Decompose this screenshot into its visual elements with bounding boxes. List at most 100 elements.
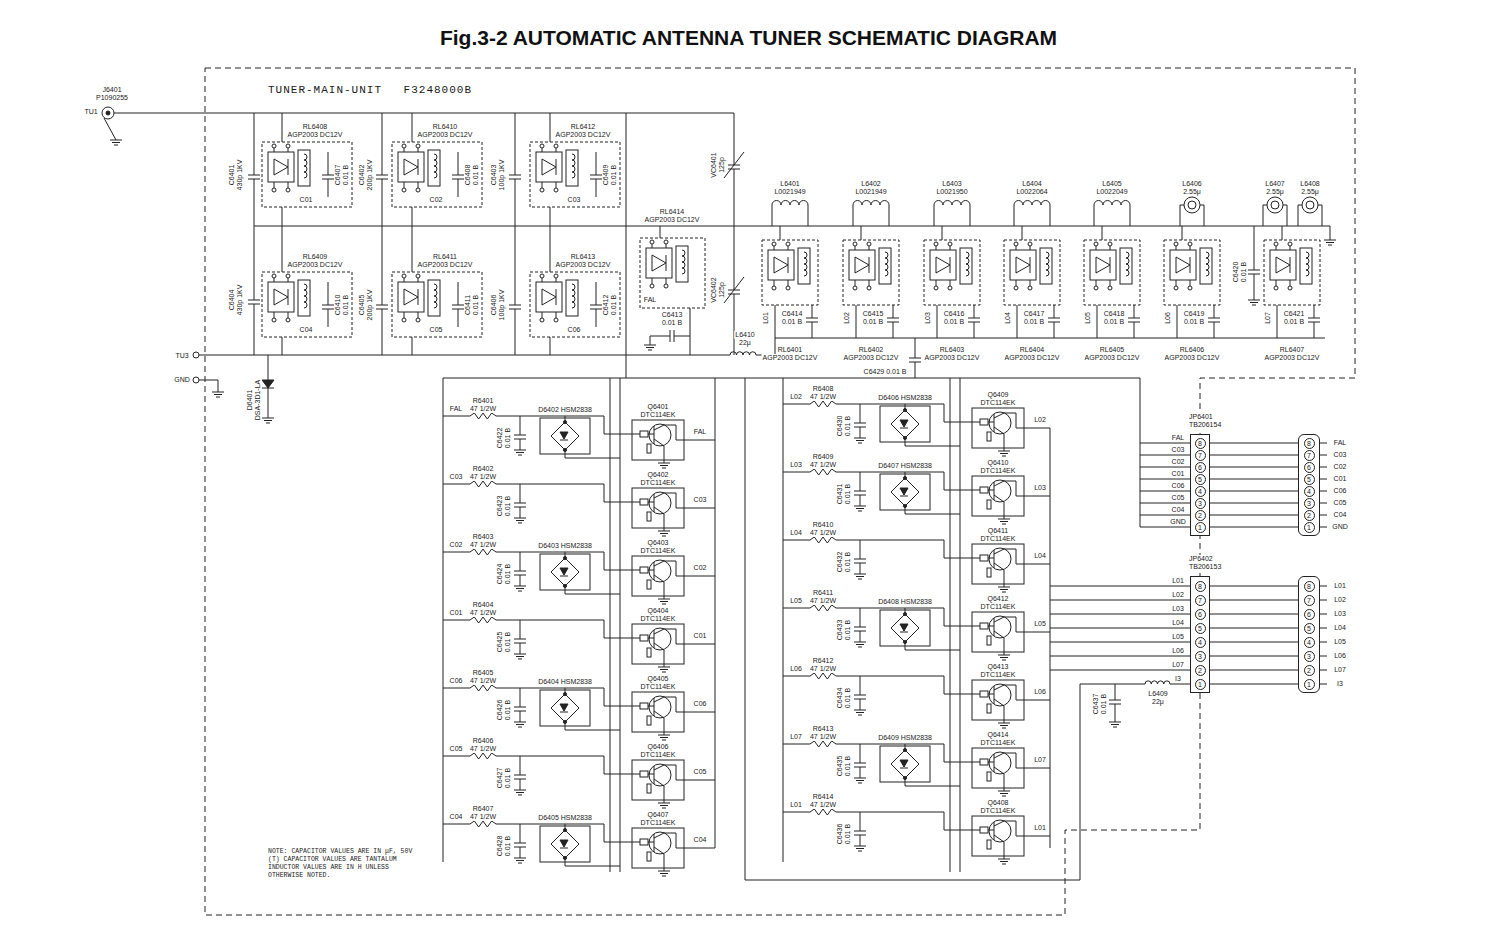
ground-symbol [1109, 722, 1121, 723]
part-label: R6405 [472, 669, 495, 677]
capacitor-lead [650, 336, 670, 337]
relay-terminal [650, 284, 654, 288]
capacitor-lead [860, 631, 861, 642]
transistor-symbol [994, 481, 1024, 496]
relay-terminal [1188, 286, 1192, 290]
part-label: RL6411 [432, 253, 458, 261]
capacitor-lead [515, 226, 516, 305]
bridge-diode-package [880, 406, 930, 442]
relay-contact [1030, 257, 1031, 273]
wire [1320, 586, 1327, 587]
capacitor-plate [854, 763, 866, 764]
wire [565, 688, 566, 694]
part-label: C01 [299, 196, 314, 204]
part-label: L02 [789, 393, 803, 401]
ground-symbol [854, 846, 866, 847]
capacitor-lead [458, 152, 459, 175]
relay-outline [1264, 240, 1320, 305]
wire [1022, 226, 1023, 240]
wire [1050, 628, 1190, 629]
wire [565, 552, 566, 558]
capacitor-lead [860, 835, 861, 846]
relay-terminal [786, 286, 790, 290]
capacitor-lead [812, 322, 813, 338]
bridge-diode-symbol [560, 712, 568, 713]
part-label: L01 [789, 801, 803, 809]
part-label: 0.01 B [844, 415, 852, 437]
part-label: VC6402 [710, 276, 718, 303]
capacitor-lead [254, 304, 255, 355]
relay-terminal [786, 242, 790, 246]
ground-symbol [658, 735, 670, 736]
relay-coil [798, 248, 810, 284]
part-label: GND [1331, 523, 1349, 531]
relay-contact [1090, 250, 1116, 280]
relay-terminal [1108, 242, 1112, 246]
capacitor-plate [322, 179, 334, 180]
transistor-symbol [649, 560, 671, 582]
part-label: P1090255 [95, 94, 129, 102]
transistor-symbol [632, 502, 640, 503]
part-label: C6414 [781, 310, 804, 318]
capacitor-lead [382, 309, 383, 355]
relay-contact [536, 152, 562, 182]
capacitor-lead [328, 309, 329, 327]
wire [1210, 600, 1298, 601]
transistor-symbol [972, 762, 980, 763]
wire [443, 416, 470, 417]
ground-symbol [518, 795, 522, 796]
relay-wire [1190, 246, 1191, 250]
capacitor-plate [590, 309, 602, 310]
wire [684, 576, 715, 577]
part-label: 430p 1KV [236, 159, 244, 192]
transistor-symbol [632, 434, 640, 435]
wire [1320, 600, 1327, 601]
relay-terminal [540, 144, 544, 148]
relay-wire [855, 280, 856, 286]
ground-symbol [514, 450, 526, 451]
wire [443, 824, 470, 825]
ground-symbol [856, 440, 864, 441]
wire [780, 226, 781, 240]
wire [1024, 496, 1050, 497]
part-label: 0.01 B [504, 563, 512, 585]
ground-symbol [1002, 660, 1006, 661]
relay-wire [774, 280, 775, 286]
bridge-diode-package [540, 690, 590, 726]
pin-number: 6 [1195, 462, 1206, 473]
transistor-symbol [994, 631, 1004, 652]
transistor-package [972, 544, 1024, 584]
transistor-symbol [994, 413, 1024, 428]
relay-terminal [1094, 286, 1098, 290]
part-label: C04 [693, 836, 708, 844]
resistor-symbol [470, 549, 496, 555]
part-label: L0021949 [773, 188, 806, 196]
ground-symbol [1000, 793, 1008, 794]
part-label: C6403 [490, 164, 498, 187]
relay-coil [804, 252, 807, 276]
part-label: R6409 [812, 453, 835, 461]
pin-number: 1 [1195, 522, 1206, 533]
capacitor-lead [1134, 305, 1135, 318]
relay-wire [774, 246, 775, 250]
wire [1210, 515, 1298, 516]
relay-terminal [554, 188, 558, 192]
ground-symbol [1000, 453, 1008, 454]
relay-terminal [1288, 286, 1292, 290]
wire [1320, 443, 1327, 444]
part-label: 125p [718, 281, 726, 299]
transistor-resistor [987, 840, 991, 849]
ground-symbol [516, 452, 524, 453]
wire [836, 404, 972, 422]
resistor-symbol [470, 481, 496, 487]
relay-outline [924, 240, 980, 305]
part-label: FAL [449, 405, 463, 413]
capacitor-plate [514, 639, 526, 640]
wire [199, 355, 730, 356]
capacitor-plate [854, 699, 866, 700]
relay-terminal [540, 188, 544, 192]
ground-symbol [998, 519, 1010, 520]
pin-number: 6 [1304, 609, 1315, 620]
part-label: L04 [789, 529, 803, 537]
capacitor-plate [248, 304, 260, 305]
